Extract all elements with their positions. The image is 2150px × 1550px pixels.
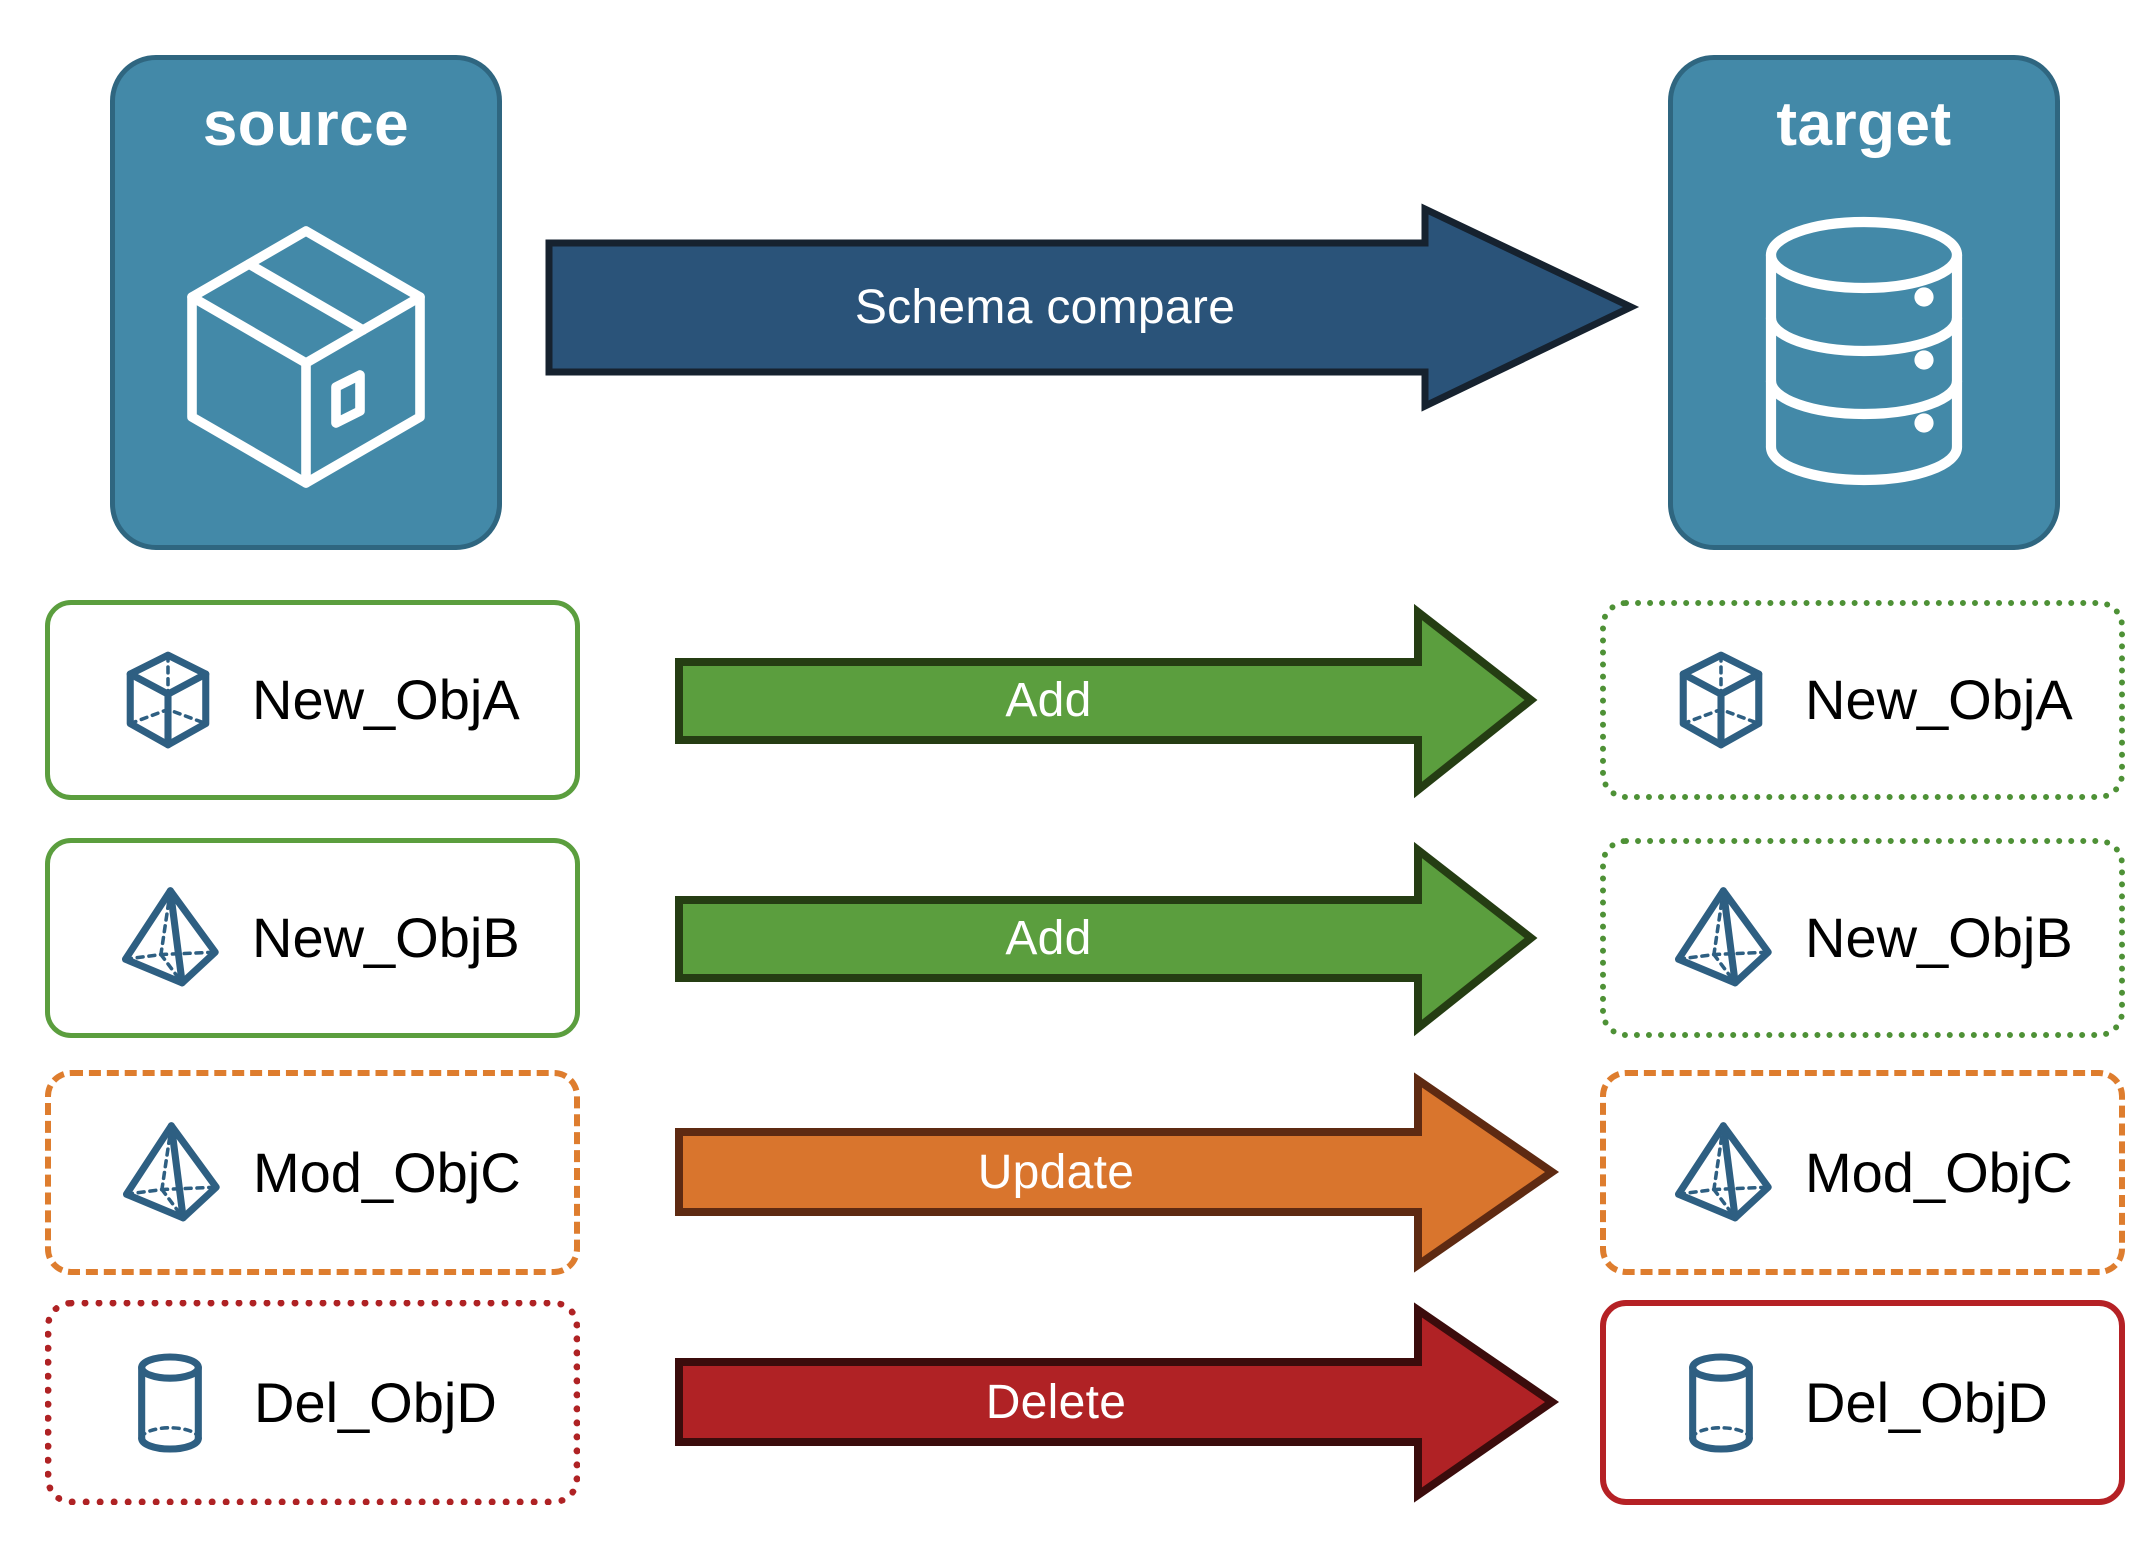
target-object-label: Mod_ObjC [1805,1140,2073,1204]
target-object-label: Del_ObjD [1805,1370,2048,1434]
target-object-card[interactable]: New_ObjA [1600,600,2125,800]
endpoint-card-source[interactable]: source [110,55,502,550]
source-object-card[interactable]: Mod_ObjC [45,1070,580,1275]
wireframe-cylinder-icon [110,1343,230,1463]
action-arrow[interactable]: Delete [675,1300,1560,1505]
schema-compare-arrow[interactable]: Schema compare [545,203,1640,412]
compare-row: New_ObjA Add [0,600,2150,800]
wireframe-pyramid-icon [109,1113,229,1233]
source-object-label: Mod_ObjC [253,1140,521,1204]
target-object-label: New_ObjB [1805,906,2073,969]
source-object-label: Del_ObjD [254,1370,497,1434]
source-object-card[interactable]: New_ObjB [45,838,580,1038]
compare-row: Mod_ObjC Update [0,1070,2150,1275]
endpoint-title-target: target [1776,90,1952,159]
source-object-label: New_ObjB [252,906,520,969]
wireframe-cube-icon [108,640,228,760]
endpoint-title-source: source [202,90,410,159]
target-object-card[interactable]: Mod_ObjC [1600,1070,2125,1275]
endpoint-card-target[interactable]: target [1668,55,2060,550]
wireframe-pyramid-icon [1661,1113,1781,1233]
database-cylinder-icon [1673,156,2055,545]
wireframe-pyramid-icon [1661,878,1781,998]
package-box-icon [115,156,497,545]
source-object-card[interactable]: Del_ObjD [45,1300,580,1505]
target-object-label: New_ObjA [1805,668,2073,731]
action-arrow[interactable]: Update [675,1070,1560,1275]
target-object-card[interactable]: Del_ObjD [1600,1300,2125,1505]
wireframe-cube-icon [1661,640,1781,760]
wireframe-pyramid-icon [108,878,228,998]
target-object-card[interactable]: New_ObjB [1600,838,2125,1038]
action-arrow[interactable]: Add [675,838,1538,1038]
action-arrow[interactable]: Add [675,600,1538,800]
wireframe-cylinder-icon [1661,1343,1781,1463]
source-object-card[interactable]: New_ObjA [45,600,580,800]
compare-row: Del_ObjD Delete [0,1300,2150,1505]
compare-row: New_ObjB Add [0,838,2150,1038]
source-object-label: New_ObjA [252,668,520,731]
